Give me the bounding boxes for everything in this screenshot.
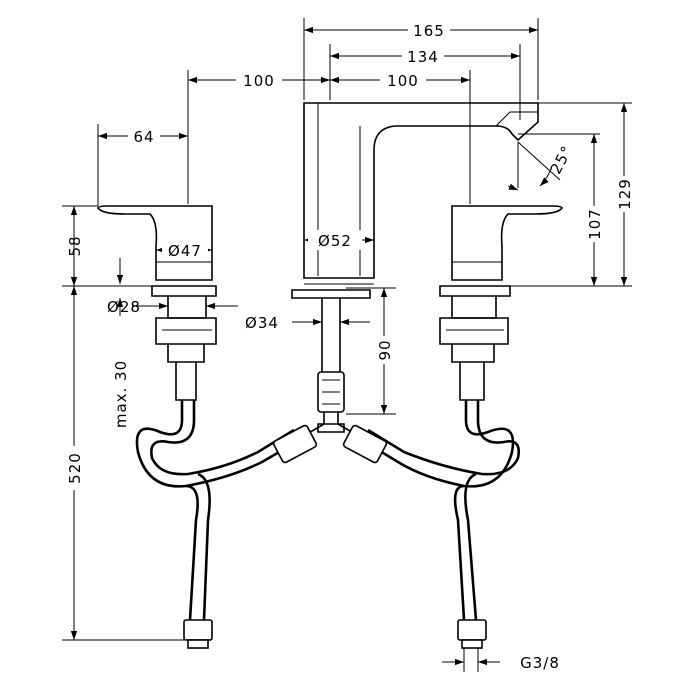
dim-thread-g3-8: G3/8 xyxy=(520,654,560,672)
spout xyxy=(291,102,539,299)
dim-100-left: 100 xyxy=(243,72,275,90)
hoses xyxy=(135,400,520,649)
dim-diameter-34: Ø34 xyxy=(245,314,279,332)
dim-520: 520 xyxy=(66,452,84,484)
dim-100-right: 100 xyxy=(387,72,419,90)
center-stem xyxy=(299,298,363,439)
dim-diameter-52: Ø52 xyxy=(318,232,352,250)
dim-165: 165 xyxy=(413,22,445,40)
dim-max-30: max. 30 xyxy=(112,360,130,428)
dim-107: 107 xyxy=(586,208,604,240)
extension-lines xyxy=(62,18,632,641)
dim-129: 129 xyxy=(616,178,634,210)
dim-diameter-28: Ø28 xyxy=(107,298,141,316)
dim-58: 58 xyxy=(66,235,84,256)
dim-64: 64 xyxy=(133,128,154,146)
dim-diameter-47: Ø47 xyxy=(168,242,202,260)
dim-134: 134 xyxy=(407,48,439,66)
dim-angle-25: 25° xyxy=(547,142,577,177)
right-handle xyxy=(439,205,563,401)
dimension-labels: 165 134 100 100 64 58 Ø47 Ø52 Ø28 Ø34 90… xyxy=(64,20,634,672)
left-handle xyxy=(97,205,217,401)
dim-90: 90 xyxy=(376,339,394,360)
